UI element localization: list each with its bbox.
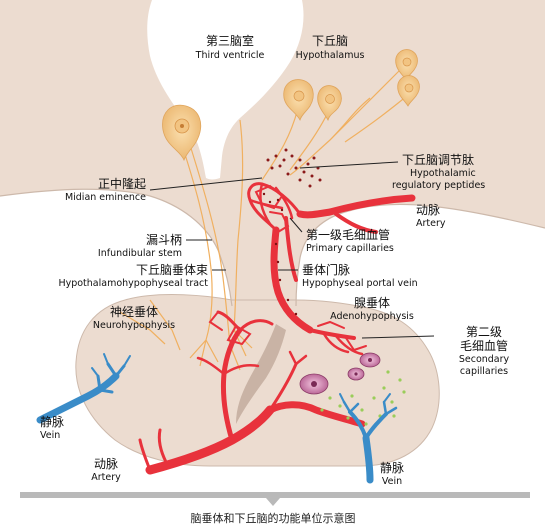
svg-text:腺垂体: 腺垂体 xyxy=(354,296,390,310)
label-infundibular-stem: 漏斗柄 Infundibular stem xyxy=(98,233,182,259)
svg-text:Third ventricle: Third ventricle xyxy=(195,50,265,61)
label-hypothalamohypophyseal-tract: 下丘脑垂体束 Hypothalamohypophyseal tract xyxy=(58,263,208,289)
lobe-cleft xyxy=(236,324,286,424)
capillary-granules xyxy=(262,192,298,316)
label-portal-vein: 垂体门脉 Hypophyseal portal vein xyxy=(302,262,418,289)
svg-text:静脉: 静脉 xyxy=(380,460,404,475)
svg-text:Adenohypophysis: Adenohypophysis xyxy=(330,311,414,322)
svg-text:Primary capillaries: Primary capillaries xyxy=(306,243,394,254)
label-vein-left: 静脉 Vein xyxy=(40,414,64,441)
label-median-eminence: 正中隆起 Midian eminence xyxy=(65,176,146,203)
svg-text:下丘脑: 下丘脑 xyxy=(312,34,348,48)
arterial-system xyxy=(138,182,416,475)
label-vein-right: 静脉 Vein xyxy=(380,460,404,487)
svg-text:Artery: Artery xyxy=(416,218,446,229)
svg-text:Secondary: Secondary xyxy=(459,354,510,365)
svg-text:Vein: Vein xyxy=(382,476,402,487)
svg-text:下丘脑调节肽: 下丘脑调节肽 xyxy=(402,152,474,167)
label-secondary-capillaries: 第二级 毛细血管 Secondary capillaries xyxy=(459,325,510,377)
venous-system xyxy=(36,353,398,484)
svg-text:Hypophyseal portal vein: Hypophyseal portal vein xyxy=(302,278,418,289)
label-neurohypophysis: 神经垂体 Neurohypophysis xyxy=(93,305,175,331)
svg-text:静脉: 静脉 xyxy=(40,414,64,429)
svg-text:capillaries: capillaries xyxy=(460,366,508,377)
svg-text:Midian eminence: Midian eminence xyxy=(65,192,146,203)
svg-text:第三脑室: 第三脑室 xyxy=(206,33,254,48)
svg-text:regulatory peptides: regulatory peptides xyxy=(392,180,485,191)
svg-text:第一级毛细血管: 第一级毛细血管 xyxy=(306,227,390,242)
figure-caption: 脑垂体和下丘脑的功能单位示意图 xyxy=(191,511,356,525)
label-artery-upper: 动脉 Artery xyxy=(416,202,446,229)
label-hypothalamic-peptides: 下丘脑调节肽 Hypothalamic regulatory peptides xyxy=(392,152,485,191)
label-hypothalamus: 下丘脑 Hypothalamus xyxy=(296,34,365,61)
svg-text:神经垂体: 神经垂体 xyxy=(110,305,158,319)
svg-text:第二级: 第二级 xyxy=(466,325,502,339)
peptide-granules xyxy=(266,148,322,188)
svg-text:Hypothalamohypophyseal tract: Hypothalamohypophyseal tract xyxy=(58,278,208,289)
label-artery-lower: 动脉 Artery xyxy=(91,456,121,483)
svg-text:Artery: Artery xyxy=(91,472,121,483)
label-primary-capillaries: 第一级毛细血管 Primary capillaries xyxy=(306,227,394,254)
label-third-ventricle: 第三脑室 Third ventricle xyxy=(195,33,265,61)
svg-text:Vein: Vein xyxy=(40,430,60,441)
caption-bar: 脑垂体和下丘脑的功能单位示意图 xyxy=(20,492,530,525)
leader-lines xyxy=(149,161,435,339)
hormone-dots xyxy=(320,370,406,426)
svg-text:动脉: 动脉 xyxy=(94,456,118,471)
svg-text:下丘脑垂体束: 下丘脑垂体束 xyxy=(136,263,208,277)
svg-text:垂体门脉: 垂体门脉 xyxy=(302,262,350,277)
svg-text:Hypothalamus: Hypothalamus xyxy=(296,50,365,61)
svg-text:毛细血管: 毛细血管 xyxy=(460,338,508,353)
svg-text:Hypothalamic: Hypothalamic xyxy=(410,168,476,179)
svg-text:Infundibular stem: Infundibular stem xyxy=(98,248,182,259)
label-adenohypophysis: 腺垂体 Adenohypophysis xyxy=(330,296,414,322)
third-ventricle xyxy=(147,0,304,180)
svg-text:漏斗柄: 漏斗柄 xyxy=(146,233,182,247)
svg-text:Neurohypophysis: Neurohypophysis xyxy=(93,320,175,331)
svg-text:动脉: 动脉 xyxy=(416,202,440,217)
secretory-cells xyxy=(299,352,381,395)
neuron-cell-bodies xyxy=(162,49,420,162)
svg-text:正中隆起: 正中隆起 xyxy=(98,176,146,191)
